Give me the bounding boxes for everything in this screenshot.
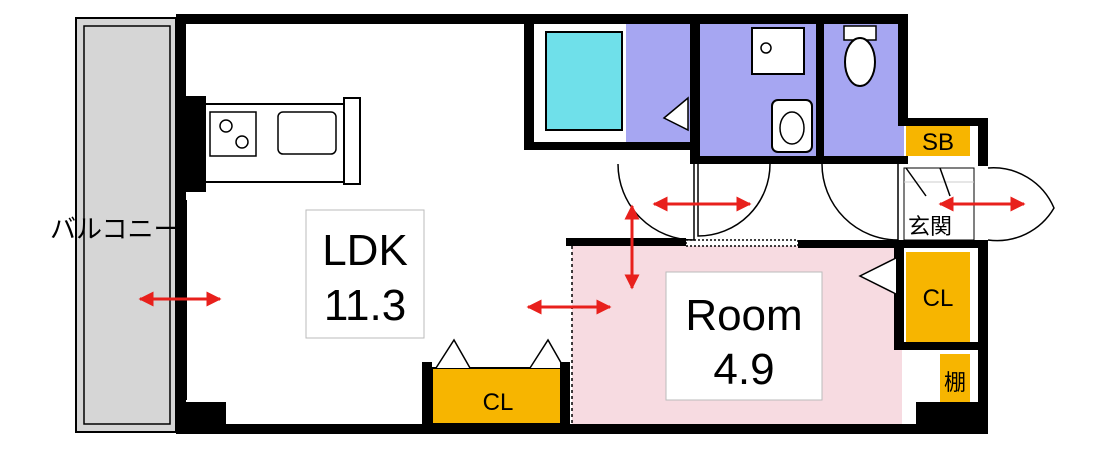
bath-door xyxy=(662,96,689,132)
bathroom xyxy=(534,24,689,142)
entrance-label: 玄関 xyxy=(908,215,952,240)
shoe-box xyxy=(906,126,970,156)
toilet-room xyxy=(843,25,877,87)
wall-kitchen-pillar xyxy=(180,96,206,192)
shelf-label: 棚 xyxy=(944,371,966,396)
flow-arrows xyxy=(138,196,1026,315)
balcony-inner-outline xyxy=(83,25,171,425)
washroom xyxy=(751,27,813,153)
balcony xyxy=(75,17,177,433)
wall-closet-left xyxy=(422,362,432,428)
wall-toilet-right xyxy=(898,14,908,126)
wall-cl-left xyxy=(894,246,904,350)
pillar-bottom-right xyxy=(916,402,988,428)
room-label-box xyxy=(665,271,823,401)
room-label: Room 4.9 xyxy=(665,271,823,401)
closet-door xyxy=(529,338,565,369)
door-swing-wash-left xyxy=(617,163,695,241)
wall-room-top-left xyxy=(566,238,686,246)
closet-right xyxy=(906,252,970,342)
wall-cl-bottom xyxy=(894,342,988,350)
balcony-label: バルコニー xyxy=(50,215,179,245)
shoe-box-label: SB xyxy=(922,129,954,156)
room-name: Room xyxy=(685,291,802,340)
door-swing-entrance xyxy=(987,167,1055,242)
door-swing-toilet xyxy=(821,163,899,241)
kitchen-sink xyxy=(277,111,337,155)
closet-door xyxy=(435,338,471,369)
door-cl-right xyxy=(858,257,897,295)
toilet-bowl xyxy=(844,37,876,87)
wall-wash-bottom xyxy=(690,156,908,164)
wall-bath-bottom xyxy=(524,142,700,150)
ldk-name: LDK xyxy=(322,226,408,275)
wall-toilet-left xyxy=(816,14,824,164)
door-swing-sb xyxy=(939,167,951,197)
ldk-label-box xyxy=(305,209,425,339)
balcony-area xyxy=(75,17,177,433)
bathtub xyxy=(545,31,623,131)
wall-sb-top xyxy=(902,118,988,126)
wall-right-upper xyxy=(978,118,988,166)
bath-anteroom-floor xyxy=(626,24,690,146)
washing-machine-pan xyxy=(751,27,805,75)
kitchen xyxy=(197,97,361,185)
wall-bath-left xyxy=(524,14,534,150)
wall-left xyxy=(176,14,186,432)
door-swing-wash-right xyxy=(697,163,771,237)
shelf xyxy=(940,354,970,402)
wall-closet-right xyxy=(560,362,570,428)
drain-icon xyxy=(760,42,772,54)
ldk-size: 11.3 xyxy=(324,281,406,330)
closet-bottom-label: CL xyxy=(483,389,514,416)
stove xyxy=(209,111,257,157)
door-swing-sb xyxy=(905,167,927,197)
wall-bottom xyxy=(176,424,988,434)
room-size: 4.9 xyxy=(713,345,774,394)
counter-wall xyxy=(343,97,361,185)
walls xyxy=(176,14,988,434)
sliding-door-room xyxy=(685,239,799,247)
closet-right-label: CL xyxy=(923,285,954,312)
ldk-label: LDK 11.3 xyxy=(305,209,425,339)
pillar-bottom-left xyxy=(180,402,226,428)
wall-top xyxy=(176,14,908,24)
burner-icon xyxy=(235,135,249,149)
wall-right-lower xyxy=(978,240,988,434)
sink-bowl xyxy=(779,111,805,145)
wall-wash-left xyxy=(690,14,700,164)
burner-icon xyxy=(219,119,233,133)
wall-room-top-right xyxy=(798,240,988,248)
